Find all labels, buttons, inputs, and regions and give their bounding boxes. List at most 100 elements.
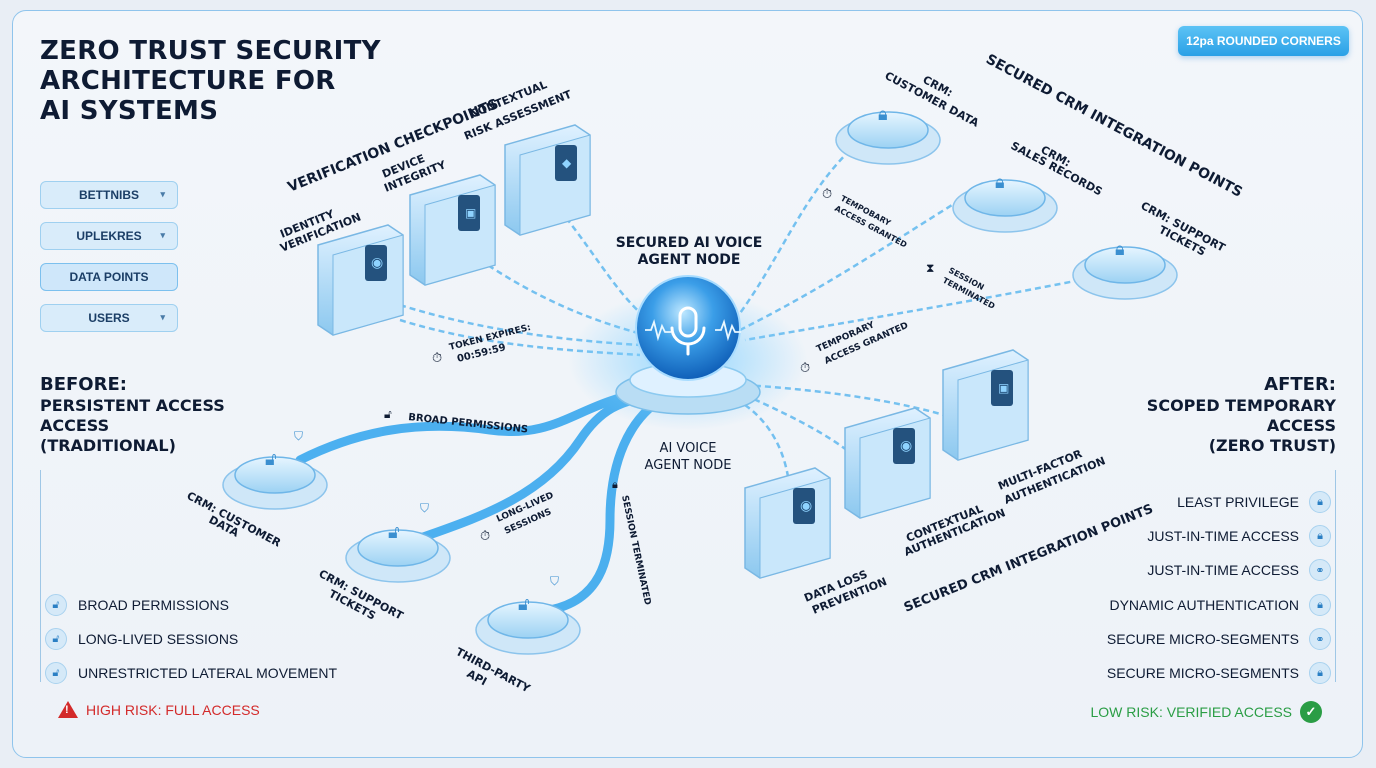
shield-icon: ⛉ — [420, 501, 429, 515]
title-line-1: ZERO TRUST SECURITY — [40, 36, 381, 66]
link-icon: ⚭ — [1309, 628, 1331, 650]
booth-dlp[interactable]: ◉ — [744, 467, 831, 579]
lock-icon: 🔒︎ — [878, 104, 888, 124]
after-item-jit-1: 🔒︎ JUST-IN-TIME ACCESS — [1147, 525, 1339, 547]
crm-support-tickets-node[interactable]: 🔒︎ — [1072, 239, 1178, 300]
lock-icon: 🔒︎ — [1309, 594, 1331, 616]
title-line-2: ARCHITECTURE FOR — [40, 66, 336, 96]
after-item-label: SECURE MICRO-SEGMENTS — [1106, 665, 1299, 681]
lock-open-icon: 🔓︎ — [518, 594, 530, 614]
third-party-api-node[interactable]: 🔓︎ ⛉ — [475, 574, 581, 655]
menu-item-data-points[interactable]: DATA POINTS — [40, 263, 178, 291]
crm-customer-data-node[interactable]: 🔒︎ — [835, 104, 941, 165]
menu-item-label: BETTNIBS — [79, 188, 139, 202]
menu-item-uplekres[interactable]: UPLEKRES ▾ — [40, 222, 178, 250]
lock-open-icon: 🔓︎ — [265, 449, 277, 469]
fingerprint-icon: ◉ — [371, 254, 383, 270]
node-orb — [635, 275, 741, 381]
chevron-down-icon: ▾ — [160, 312, 165, 322]
after-sub-3: (ZERO TRUST) — [1208, 436, 1336, 455]
lock-open-icon: 🔓︎ — [45, 628, 67, 650]
after-item-label: JUST-IN-TIME ACCESS — [1147, 562, 1299, 578]
session-term-vertical-label: SESSION TERMINATED — [619, 495, 652, 607]
after-item-label: DYNAMIC AUTHENTICATION — [1109, 597, 1299, 613]
broad-permissions-flow-label: BROAD PERMISSIONS — [408, 412, 529, 436]
lock-icon: 🔒︎ — [1309, 662, 1331, 684]
lock-icon: 🔒︎ — [1309, 491, 1331, 513]
menu-item-label: UPLEKRES — [76, 229, 142, 243]
after-item-label: JUST-IN-TIME ACCESS — [1147, 528, 1299, 544]
before-item-long-lived: 🔓︎ LONG-LIVED SESSIONS — [37, 628, 238, 650]
after-item-dynamic-auth: 🔒︎ DYNAMIC AUTHENTICATION — [1109, 594, 1339, 616]
center-top-label-1: SECURED AI VOICE — [616, 235, 763, 251]
fingerprint-icon: ◉ — [900, 437, 912, 453]
shield-icon: ⛉ — [294, 429, 303, 443]
after-item-label: SECURE MICRO-SEGMENTS — [1106, 631, 1299, 647]
booth-contextual-auth[interactable]: ◉ — [844, 407, 931, 519]
lock-icon: ▣ — [998, 381, 1009, 395]
flow-to-crm-customer-left — [295, 387, 655, 465]
crm-top-title: SECURED CRM INTEGRATION POINTS — [983, 51, 1245, 200]
shield-icon: ◆ — [562, 156, 572, 170]
lock-icon: 🔒︎ — [1115, 239, 1125, 259]
booth-mfa[interactable]: ▣ — [942, 349, 1029, 461]
lock-open-icon: 🔓︎ — [45, 662, 67, 684]
timer-icon: ⏱ — [480, 528, 490, 543]
before-item-label: UNRESTRICTED LATERAL MOVEMENT — [78, 665, 338, 681]
center-bottom-label-1: AI VOICE — [660, 441, 717, 456]
shield-icon: ⛉ — [550, 574, 559, 588]
checkpoint-identity[interactable]: ◉ — [317, 224, 404, 336]
lock-icon: 🔒︎ — [612, 479, 618, 491]
after-title: AFTER: — [1264, 374, 1336, 395]
checkpoint-risk[interactable]: ◆ — [504, 124, 591, 236]
lock-open-icon: 🔓︎ — [45, 594, 67, 616]
chevron-down-icon: ▾ — [160, 230, 165, 240]
center-bottom-label-2: AGENT NODE — [645, 458, 732, 473]
after-sub-1: SCOPED TEMPORARY — [1146, 396, 1336, 415]
title-line-3: AI SYSTEMS — [40, 96, 219, 126]
before-title: BEFORE: — [40, 374, 127, 395]
after-legend: 🔒︎ LEAST PRIVILEGE 🔒︎ JUST-IN-TIME ACCES… — [1086, 470, 1339, 684]
waveform-icon — [645, 318, 741, 342]
corner-badge[interactable]: 12pa ROUNDED CORNERS — [1178, 26, 1349, 56]
after-item-jit-2: ⚭ JUST-IN-TIME ACCESS — [1147, 559, 1339, 581]
crm-support-left-node[interactable]: 🔓︎ ⛉ — [345, 501, 451, 583]
menu-item-bettnibs[interactable]: BETTNIBS ▾ — [40, 181, 178, 209]
high-risk-indicator: HIGH RISK: FULL ACCESS — [58, 701, 260, 718]
menu-item-users[interactable]: USERS ▾ — [40, 304, 178, 332]
before-item-broad: 🔓︎ BROAD PERMISSIONS — [37, 594, 229, 616]
lock-icon: 🔒︎ — [995, 172, 1005, 192]
low-risk-label: LOW RISK: VERIFIED ACCESS — [1090, 704, 1293, 720]
menu-item-label: DATA POINTS — [69, 270, 149, 284]
before-sub-1: PERSISTENT ACCESS — [40, 396, 225, 415]
lock-icon: ▣ — [465, 206, 476, 220]
page-title: ZERO TRUST SECURITY ARCHITECTURE FOR AI … — [40, 36, 400, 126]
fingerprint-icon: ◉ — [800, 497, 812, 513]
crm-customer-left-node[interactable]: 🔓︎ ⛉ — [222, 429, 328, 510]
after-item-micro-seg-1: ⚭ SECURE MICRO-SEGMENTS — [1107, 628, 1339, 650]
after-item-label: LEAST PRIVILEGE — [1177, 494, 1299, 510]
ai-voice-agent-node[interactable] — [568, 275, 808, 430]
after-item-least-privilege: 🔒︎ LEAST PRIVILEGE — [1177, 491, 1339, 513]
center-top-label-2: AGENT NODE — [638, 252, 741, 268]
warning-icon — [58, 701, 78, 718]
crm-sales-records-node[interactable]: 🔒︎ — [952, 172, 1058, 233]
after-item-micro-seg-2: 🔒︎ SECURE MICRO-SEGMENTS — [1107, 662, 1339, 684]
checkpoint-device[interactable]: ▣ — [409, 174, 496, 286]
high-risk-label: HIGH RISK: FULL ACCESS — [86, 701, 260, 718]
before-sub-2: ACCESS — [40, 416, 110, 435]
before-heading: BEFORE: PERSISTENT ACCESS ACCESS (TRADIT… — [40, 374, 300, 456]
crm-integration-top: SECURED CRM INTEGRATION POINTS 🔒︎ CRM: C… — [835, 51, 1245, 300]
lock-open-icon: 🔓︎ — [384, 407, 392, 421]
before-item-label: LONG-LIVED SESSIONS — [78, 631, 239, 647]
before-item-lateral: 🔓︎ UNRESTRICTED LATERAL MOVEMENT — [37, 662, 337, 684]
timer-icon: ⏱ — [432, 350, 442, 365]
timer-icon: ⏱ — [822, 186, 832, 201]
hourglass-icon: ⧗ — [926, 261, 934, 275]
after-heading: AFTER: SCOPED TEMPORARY ACCESS (ZERO TRU… — [1076, 374, 1336, 456]
menu-item-label: USERS — [88, 311, 130, 325]
before-sub-3: (TRADITIONAL) — [40, 436, 176, 455]
check-icon: ✓ — [1300, 701, 1322, 723]
link-icon: ⚭ — [1309, 559, 1331, 581]
